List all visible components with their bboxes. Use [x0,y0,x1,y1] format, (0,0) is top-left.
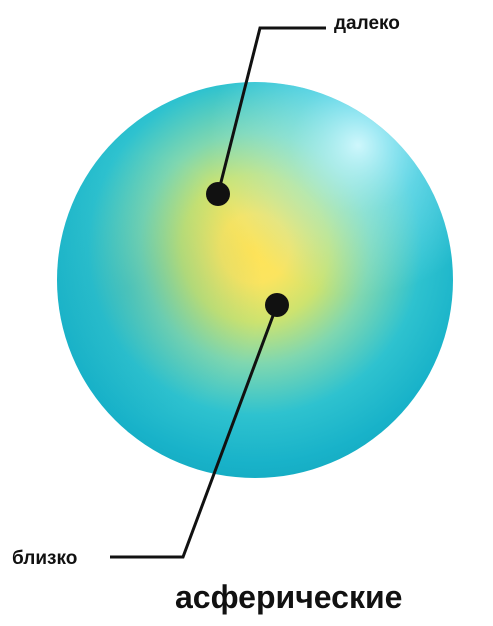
diagram-title: асферические [175,579,402,616]
lens-left-shade [57,82,453,478]
near-label: близко [12,548,77,570]
far-label: далеко [334,13,400,35]
